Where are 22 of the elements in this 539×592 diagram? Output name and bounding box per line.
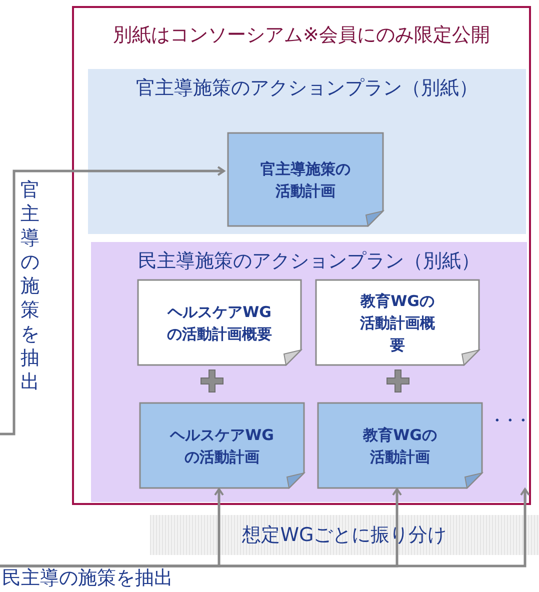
note-box bbox=[227, 132, 384, 227]
box-label: ヘルスケアWGの活動計画概要 bbox=[166, 302, 273, 344]
section-title: 民主導施策のアクションプラン（別紙） bbox=[137, 249, 481, 274]
note-box bbox=[315, 279, 480, 366]
edge-label: 民主導の施策を抽出 bbox=[2, 568, 173, 589]
ellipsis-text: ・・・ bbox=[490, 412, 529, 430]
frame-title: 別紙はコンソーシアム※会員にのみ限定公開 bbox=[112, 23, 491, 48]
section-band bbox=[88, 69, 526, 234]
note-box bbox=[137, 279, 302, 366]
note-band bbox=[150, 515, 539, 555]
box-label: 教育WGの活動計画 bbox=[362, 424, 438, 468]
box-label: 教育WGの活動計画概要 bbox=[359, 290, 436, 356]
note-box bbox=[139, 402, 305, 489]
box-label: 官主導施策の活動計画 bbox=[260, 158, 352, 202]
arrow bbox=[0, 488, 530, 568]
frame-box bbox=[72, 6, 531, 505]
section-title: 官主導施策のアクションプラン（別紙） bbox=[135, 76, 479, 101]
section-band bbox=[91, 242, 527, 502]
arrow bbox=[0, 166, 225, 436]
box-label: ヘルスケアWGの活動計画 bbox=[168, 424, 275, 468]
note-box bbox=[317, 402, 483, 489]
band-label: 想定WGごとに振り分け bbox=[241, 523, 448, 548]
